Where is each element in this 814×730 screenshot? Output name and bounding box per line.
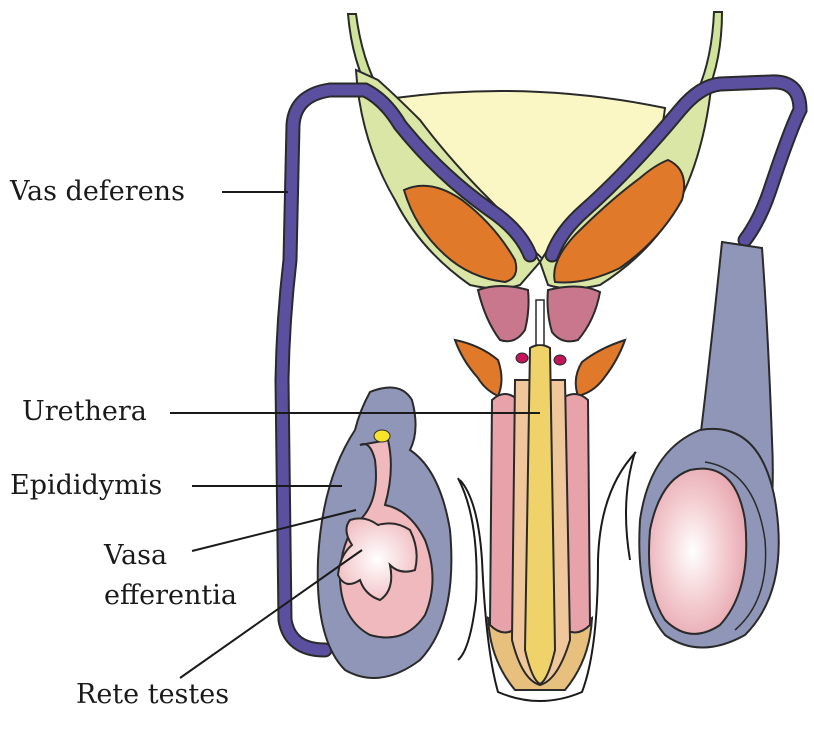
- label-epididymis: Epididymis: [10, 470, 163, 501]
- right-crus: [574, 338, 627, 398]
- left-scrotum-outline: [457, 477, 478, 661]
- label-vasa-efferentia-line2: efferentia: [104, 580, 237, 611]
- leader-vasa-efferentia: [191, 509, 357, 552]
- right-seminal-vesicle: [553, 158, 686, 284]
- leader-rete-testes: [179, 549, 363, 679]
- urethra: [523, 344, 557, 686]
- rete-testis: [336, 517, 418, 602]
- bulbourethral-gland-right: [553, 354, 567, 366]
- prostate-gland-left: [476, 285, 530, 343]
- label-urethera: Urethera: [22, 396, 147, 427]
- bulbourethral-gland-left: [515, 352, 529, 364]
- right-testis: [648, 467, 748, 635]
- prostate-gland-right: [546, 285, 602, 343]
- right-testis-outer-layer: [704, 461, 767, 631]
- left-crus: [453, 338, 503, 398]
- penis-skin: [459, 451, 637, 702]
- right-scrotum-outline: [625, 451, 636, 561]
- label-rete-testes: Rete testes: [76, 679, 230, 710]
- epididymis-head: [373, 429, 391, 443]
- label-vasa-efferentia-line1: Vasa: [104, 540, 168, 571]
- label-vas-deferens: Vas deferens: [10, 176, 185, 207]
- left-seminal-vesicle: [402, 184, 518, 284]
